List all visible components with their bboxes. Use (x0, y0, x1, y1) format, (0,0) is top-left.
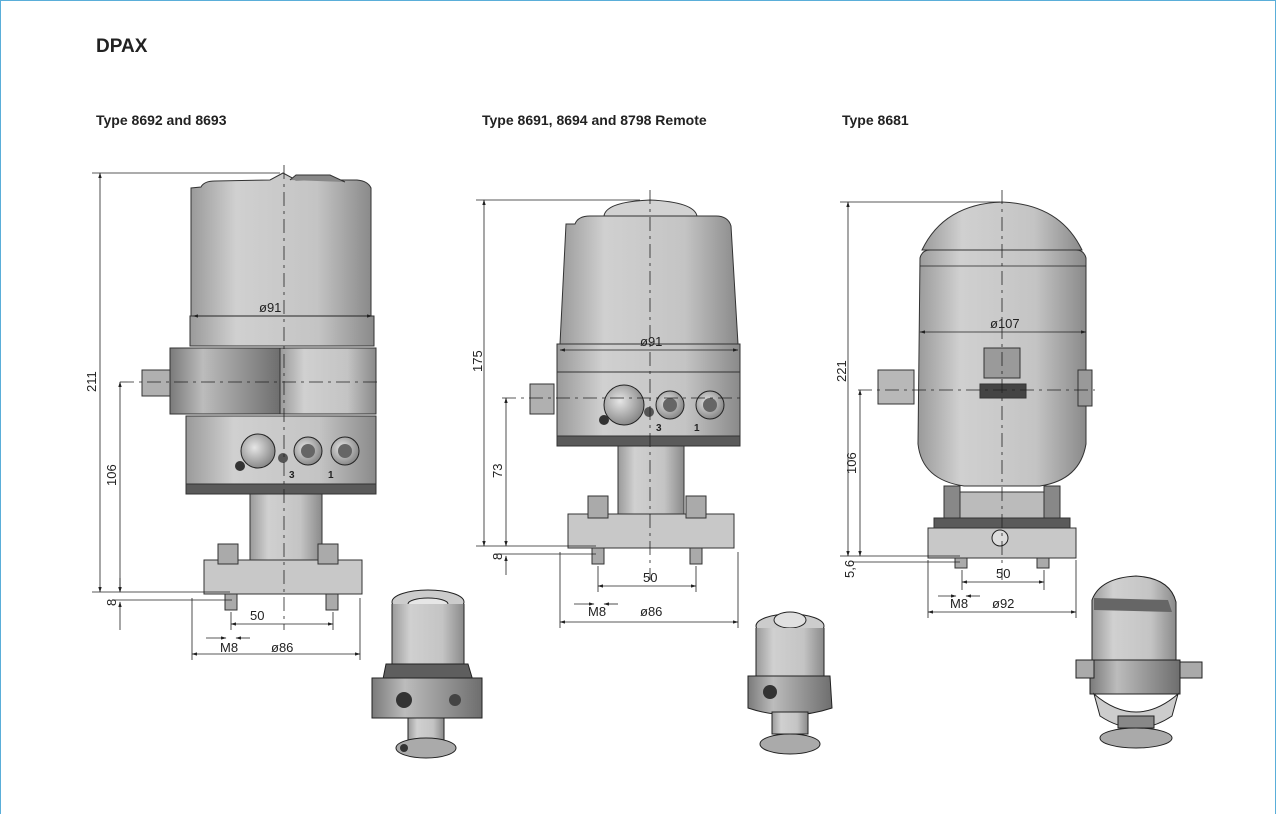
port-main (240, 433, 276, 469)
bolt-right (685, 495, 707, 519)
dome-cap (603, 199, 698, 217)
dim-bolt-spacing: 50 (643, 570, 657, 585)
dim-diameter-base: ø86 (271, 640, 293, 655)
pin-left (224, 593, 238, 611)
dim-diameter-head: ø107 (990, 316, 1020, 331)
svg-text:3: 3 (289, 470, 295, 481)
flange-port (991, 529, 1009, 547)
cable-gland (877, 369, 915, 405)
dim-diameter-head: ø91 (640, 334, 662, 349)
product-photo-8681 (1075, 575, 1203, 749)
housing-mid (279, 347, 377, 415)
port-main (603, 384, 645, 426)
dim-flange: 5,6 (842, 560, 857, 578)
bolt-left (587, 495, 609, 519)
flange-base (203, 559, 363, 595)
bolt-left (217, 543, 239, 565)
port-3-inner (663, 398, 677, 412)
subtitle-type-8692-8693: Type 8692 and 8693 (96, 112, 227, 128)
dim-diameter-base: ø86 (640, 604, 662, 619)
dim-flange: 8 (104, 599, 119, 606)
subtitle-type-8681: Type 8681 (842, 112, 909, 128)
housing-cap (559, 215, 739, 345)
screw (644, 407, 654, 417)
drawing-type-8691-8694-8798: 3 1 175 73 8 ø91 50 M8 ø86 (470, 190, 833, 755)
pin-right (689, 547, 703, 565)
bolt-right (317, 543, 339, 565)
adapter-left (943, 485, 961, 521)
label-plate (979, 383, 1027, 399)
dim-height-port: 106 (844, 452, 859, 474)
screw (599, 415, 609, 425)
svg-text:3: 3 (656, 423, 662, 434)
adapter-neck (617, 445, 685, 517)
adapter-neck (249, 493, 323, 563)
dim-thread: M8 (588, 604, 606, 619)
dim-height-total: 211 (84, 371, 99, 392)
svg-text:1: 1 (328, 470, 334, 481)
port-3-inner (301, 444, 315, 458)
drawing-type-8681: 221 106 5,6 ø107 50 M8 ø92 (834, 190, 1203, 749)
port-1-inner (338, 444, 352, 458)
dim-height-total: 221 (834, 360, 849, 382)
svg-text:1: 1 (694, 423, 700, 434)
dim-thread: M8 (950, 596, 968, 611)
dim-bolt-spacing: 50 (996, 566, 1010, 581)
dim-bolt-spacing: 50 (250, 608, 264, 623)
housing-band (189, 315, 375, 347)
dim-thread: M8 (220, 640, 238, 655)
pin-left (591, 547, 605, 565)
block-seal (556, 435, 741, 447)
adapter-right (1043, 485, 1061, 521)
block-seal (185, 483, 377, 495)
cable-gland (529, 383, 555, 415)
dim-height-port: 106 (104, 464, 119, 486)
pin-right (325, 593, 339, 611)
subtitle-type-8691-8694-8798: Type 8691, 8694 and 8798 Remote (482, 112, 707, 128)
flange-base (567, 513, 735, 549)
dim-height-port: 73 (490, 464, 505, 478)
drawing-type-8692-8693: 3 1 211 106 8 ø91 50 M8 ø86 (84, 165, 483, 759)
side-module (169, 347, 281, 415)
dim-diameter-head: ø91 (259, 300, 281, 315)
dim-height-total: 175 (470, 350, 485, 372)
product-photo-8691 (747, 611, 833, 755)
product-photo-8692 (371, 589, 483, 759)
pin-left (954, 557, 968, 569)
screw (278, 453, 288, 463)
pin-right (1036, 557, 1050, 569)
port-1-inner (703, 398, 717, 412)
dim-flange: 8 (490, 553, 505, 560)
cap-tab (289, 174, 346, 183)
cable-gland (141, 369, 171, 397)
page-title: DPAX (96, 36, 148, 57)
screw (235, 461, 245, 471)
dim-diameter-base: ø92 (992, 596, 1014, 611)
side-connector (1077, 369, 1093, 407)
housing-cap (190, 172, 372, 317)
